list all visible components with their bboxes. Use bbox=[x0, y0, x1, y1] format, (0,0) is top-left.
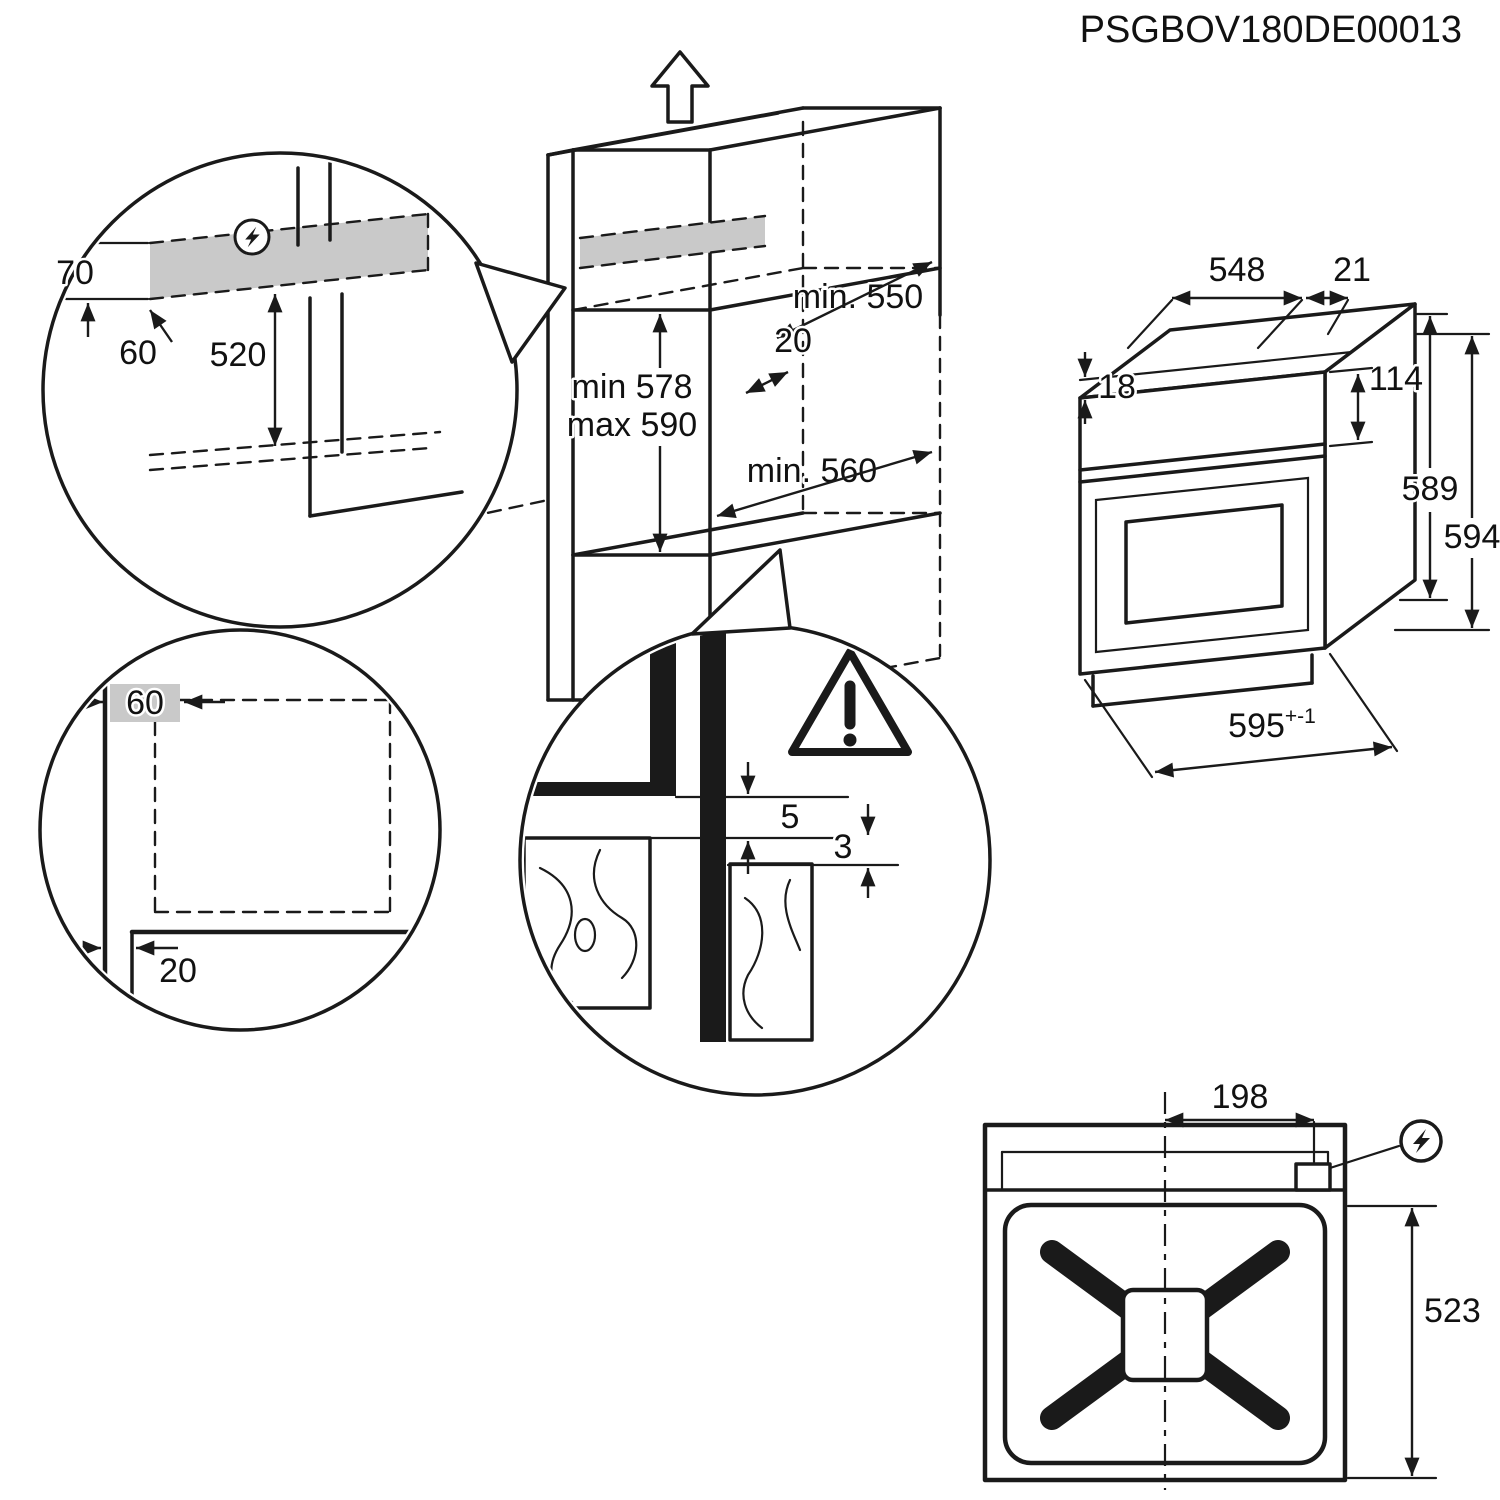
side-panel-section bbox=[700, 629, 726, 1042]
cable-area-shade bbox=[110, 684, 180, 722]
dim-top-recess: 18 bbox=[1098, 368, 1136, 406]
detail-gap-view: 5 3 bbox=[518, 548, 992, 1097]
detail-plan-view: 60 20 bbox=[38, 628, 442, 1032]
dim-strip-height: 70 bbox=[56, 254, 94, 292]
dim-total-height: 594 bbox=[1444, 518, 1500, 556]
cabinet-niche-drawing: min. 550 20 min 578 max 590 min. 560 bbox=[443, 50, 942, 702]
warning-icon bbox=[788, 648, 912, 756]
dim-gap-top: 5 bbox=[781, 798, 800, 836]
worktop-left bbox=[524, 836, 652, 1010]
door-window bbox=[1124, 503, 1284, 625]
dim-oven-depth: 548 bbox=[1209, 251, 1266, 289]
terminal-leader-line bbox=[1328, 1144, 1401, 1170]
oven-front-face bbox=[1078, 370, 1327, 676]
dim-niche-height-max: max 590 bbox=[567, 406, 697, 444]
dim-body-height: 589 bbox=[1402, 470, 1459, 508]
detail-circle bbox=[41, 151, 519, 629]
dim-rear-height: 523 bbox=[1424, 1292, 1481, 1330]
dim-niche-setback: 20 bbox=[774, 322, 812, 360]
dim-niche-depth-bottom: min. 560 bbox=[747, 452, 877, 490]
detail-cable-area: 70 60 520 bbox=[41, 151, 567, 629]
detail-cable-area-content bbox=[64, 160, 464, 518]
dim-cable-width: 60 bbox=[126, 684, 164, 722]
dim-oven-width: 595+-1 bbox=[1228, 705, 1316, 745]
door-frame bbox=[1094, 476, 1310, 654]
detail-circle bbox=[38, 628, 442, 1032]
insert-direction-arrow bbox=[650, 50, 710, 124]
dim-oven-overhang: 21 bbox=[1333, 251, 1371, 289]
detail-pointer bbox=[474, 261, 567, 364]
rear-view-drawing: 198 523 bbox=[982, 1076, 1483, 1490]
mains-terminal-box bbox=[1294, 1162, 1332, 1192]
cable-area-strip bbox=[580, 216, 765, 268]
dim-panel-height: 114 bbox=[1369, 360, 1423, 398]
oven-drawing: 548 21 18 114 589 594 595+-1 bbox=[1077, 249, 1500, 779]
dim-niche-height-min: min 578 bbox=[572, 368, 693, 406]
detail-pointer bbox=[690, 548, 792, 636]
cable-area-shade bbox=[150, 214, 428, 299]
high-voltage-icon bbox=[1399, 1119, 1443, 1163]
dim-terminal-offset: 198 bbox=[1212, 1078, 1269, 1116]
dim-gap-bottom: 3 bbox=[834, 828, 853, 866]
document-code: PSGBOV180DE00013 bbox=[1080, 9, 1462, 51]
control-panel-line bbox=[1078, 442, 1327, 472]
dim-strip-offset: 60 bbox=[119, 334, 157, 372]
dim-strip-to-shelf: 520 bbox=[210, 336, 267, 374]
top-recess-line bbox=[1078, 350, 1354, 382]
worktop-right bbox=[728, 862, 814, 1042]
high-voltage-icon bbox=[233, 218, 271, 256]
dim-panel-thickness: 20 bbox=[159, 952, 197, 990]
